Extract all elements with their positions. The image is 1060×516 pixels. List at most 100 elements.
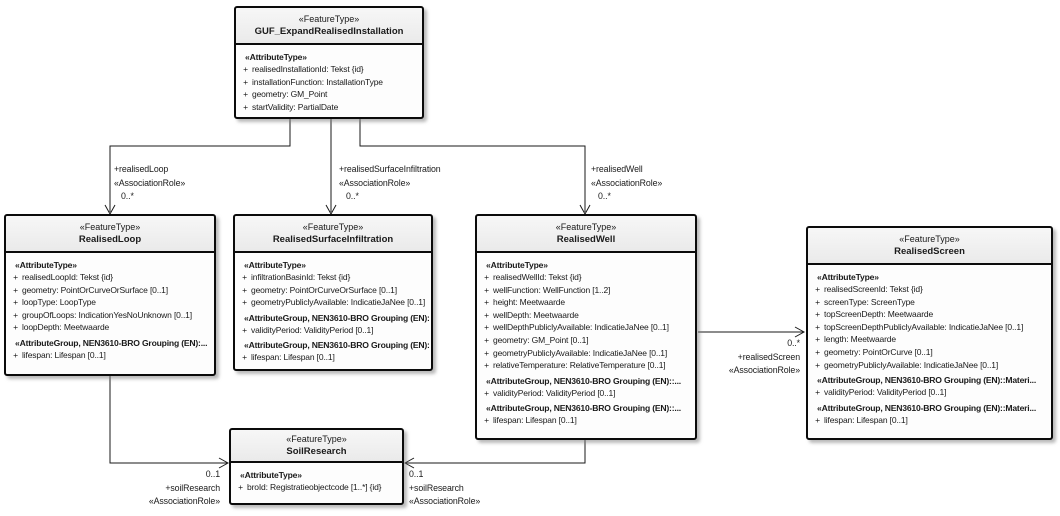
assoc-multiplicity: 0..* [598,191,611,201]
visibility-marker: + [815,359,820,370]
attribute-text: validityPeriod: ValidityPeriod [0..1] [493,387,616,398]
visibility-marker: + [815,346,820,357]
class-stereotype: «FeatureType» [298,14,360,24]
attribute-row: +lifespan: Lifespan [0..1] [480,414,693,427]
class-box-realisedscreen[interactable]: «FeatureType» RealisedScreen «AttributeT… [806,226,1053,440]
attribute-text: realisedWellId: Tekst {id} [493,272,582,282]
connector-realisedwell-to-soilresearch[interactable] [406,440,586,464]
class-stereotype: «FeatureType» [899,234,960,244]
assoc-role: +soilResearch [165,482,220,493]
visibility-marker: + [242,297,247,308]
connector-guf-to-realisedwell[interactable] [359,119,586,212]
attribute-row: + validityPeriod: ValidityPeriod [0..1] [811,386,1049,399]
assoc-stereotype: «AssociationRole» [148,496,220,506]
class-name: RealisedScreen [894,246,965,257]
assoc-multiplicity: 0..* [787,338,800,348]
attribute-row: +realisedLoopId: Tekst {id} [9,271,212,284]
attribute-text: wellDepthPubliclyAvailable: IndicatieJaN… [493,322,669,333]
visibility-marker: + [242,324,247,335]
connector-realisedloop-to-soilresearch[interactable] [109,376,227,464]
visibility-marker: + [13,297,18,308]
class-stereotype: «FeatureType» [79,222,141,232]
attribute-row: +lifespan: Lifespan [0..1] [9,349,212,362]
visibility-marker: + [13,272,18,282]
attribute-row: +infiltrationBasinId: Tekst {id} [238,271,429,284]
attribute-text: validityPeriod: ValidityPeriod [0..1] [824,387,947,398]
visibility-marker: + [484,360,489,371]
attribute-row: +relativeTemperature: RelativeTemperatur… [480,359,693,372]
visibility-marker: + [815,387,820,398]
attribute-section-heading: «AttributeGroup, NEN3610-BRO Grouping (E… [817,402,1037,413]
attribute-row: +geometryPubliclyAvailable: IndicatieJaN… [480,347,693,360]
visibility-marker: + [484,387,489,398]
attribute-section-heading: «AttributeGroup, NEN3610-BRO Grouping (E… [244,312,429,323]
visibility-marker: + [484,334,489,345]
attribute-row: +geometryPubliclyAvailable: IndicatieJaN… [811,359,1049,372]
class-box-realisedloop[interactable]: «FeatureType» RealisedLoop «AttributeTyp… [4,214,216,376]
visibility-marker: + [243,76,248,87]
attribute-text: topScreenDepthPubliclyAvailable: Indicat… [824,321,1024,332]
attribute-text: wellDepth: Meetwaarde [493,309,579,320]
assoc-stereotype: «AssociationRole» [339,177,411,188]
assoc-label-soilresearch-right: 0..1 +soilResearch «AssociationRole» [409,468,480,509]
visibility-marker: + [815,296,820,307]
attribute-section-heading: «AttributeGroup, NEN3610-BRO Grouping (E… [244,340,429,351]
attribute-text: height: Meetwaarde [493,297,565,308]
attribute-row: + geometry: PointOrCurveOrSurface [0..1] [9,284,212,297]
visibility-marker: + [13,284,18,295]
class-box-realisedsurfaceinfiltration[interactable]: «FeatureType» RealisedSurfaceInfiltratio… [233,214,433,371]
assoc-multiplicity: 0..* [121,191,134,201]
class-name: GUF_ExpandRealisedInstallation [254,26,404,37]
attribute-row: +wellDepth: Meetwaarde [480,309,693,322]
attribute-row: + installationFunction: InstallationType [239,76,420,89]
attribute-text: realisedInstallationId: Tekst {id} [252,64,364,74]
attribute-text: groupOfLoops: IndicationYesNoUnknown [0.… [22,309,192,320]
assoc-multiplicity: 0..1 [205,469,220,479]
assoc-stereotype: «AssociationRole» [728,365,800,375]
class-header: «FeatureType» RealisedWell [477,216,695,253]
assoc-stereotype: «AssociationRole» [114,177,186,188]
attribute-row: +topScreenDepthPubliclyAvailable: Indica… [811,321,1049,334]
class-box-realisedwell[interactable]: «FeatureType» RealisedWell «AttributeTyp… [475,214,697,440]
class-header: «FeatureType» RealisedSurfaceInfiltratio… [235,216,431,253]
attribute-row: +loopDepth: Meetwaarde [9,321,212,334]
attribute-text: broId: Registratieobjectcode [1..*] {id} [247,482,382,492]
attribute-row: +geometry: GM_Point [239,88,420,101]
attribute-text: geometry: PointOrCurveOrSurface [0..1] [22,284,168,295]
class-stereotype: «FeatureType» [286,434,347,444]
visibility-marker: + [815,334,820,345]
attribute-row: +length: Meetwaarde [811,333,1049,346]
attribute-row: + validityPeriod: ValidityPeriod [0..1] [480,387,693,400]
attribute-section-heading: «AttributeGroup, NEN3610-BRO Grouping (E… [486,375,681,386]
attribute-row: +startValidity: PartialDate [239,101,420,114]
attribute-row: +geometry: PointOrCurve [0..1] [811,346,1049,359]
assoc-label-realisedsurfaceinfiltration: +realisedSurfaceInfiltration «Associatio… [339,163,441,204]
visibility-marker: + [13,322,18,333]
attribute-text: lifespan: Lifespan [0..1] [824,414,908,425]
class-attribute-compartment: «AttributeType» + realisedWellId: Tekst {i… [477,253,695,429]
attribute-text: wellFunction: WellFunction [1..2] [493,284,611,295]
attribute-text: lifespan: Lifespan [0..1] [493,415,577,426]
assoc-role: +realisedSurfaceInfiltration [339,164,441,174]
assoc-stereotype: «AssociationRole» [409,496,481,506]
class-name: SoilResearch [286,446,347,457]
class-box-soilresearch[interactable]: «FeatureType» SoilResearch «AttributeTyp… [229,428,404,505]
attribute-row: +lifespan: Lifespan [0..1] [811,414,1049,427]
attribute-text: installationFunction: InstallationType [252,76,383,87]
connector-guf-to-realisedloop[interactable] [109,119,291,212]
attribute-section-heading: «AttributeType» [486,260,548,270]
class-box-guf-expandrealisedinstallation[interactable]: «FeatureType» GUF_ExpandRealisedInstalla… [234,6,424,119]
attribute-text: lifespan: Lifespan [0..1] [251,352,335,363]
attribute-text: screenType: ScreenType [824,296,915,307]
attribute-section-heading: «AttributeGroup, NEN3610-BRO Grouping (E… [15,337,208,348]
class-name: RealisedSurfaceInfiltration [272,234,394,245]
visibility-marker: + [243,64,248,74]
attribute-row: + realisedInstallationId: Tekst {id} [239,63,420,76]
attribute-text: infiltrationBasinId: Tekst {id} [251,272,351,282]
visibility-marker: + [13,309,18,320]
visibility-marker: + [243,89,248,100]
assoc-multiplicity: 0..1 [409,469,424,479]
attribute-text: topScreenDepth: Meetwaarde [824,309,934,320]
